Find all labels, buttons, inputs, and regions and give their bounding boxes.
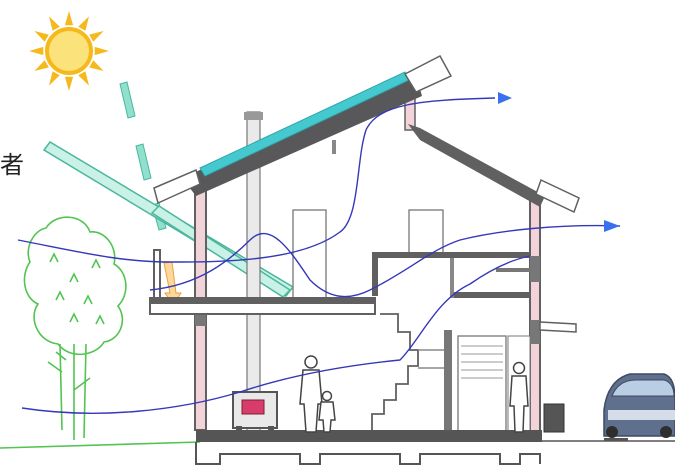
roof-left — [182, 74, 422, 196]
right-wall — [530, 195, 540, 431]
sun-ray — [49, 16, 60, 30]
sunlight-beam-dash — [120, 82, 135, 118]
wood-stove-icon — [233, 392, 277, 432]
sun-ray — [34, 60, 48, 71]
roof-ridge — [405, 56, 451, 92]
sun-ray — [95, 47, 109, 55]
sun-ray — [34, 31, 48, 42]
ground-floor-slab — [196, 430, 542, 442]
sun-ray — [49, 71, 60, 85]
sun-ray — [65, 77, 73, 91]
sunlight-beam-dash — [136, 144, 151, 180]
sun-ray — [65, 11, 73, 25]
car-icon — [604, 374, 675, 441]
sun-ray — [29, 47, 43, 55]
arrowhead-upper — [498, 92, 512, 104]
airflow-arrowheads — [498, 92, 620, 232]
sun-ray — [89, 31, 103, 42]
foundation — [196, 442, 540, 464]
balcony-rail — [154, 250, 160, 300]
solar-panel — [200, 72, 409, 176]
sun-ray — [89, 60, 103, 71]
eave-right — [536, 180, 579, 212]
staircase — [372, 314, 418, 430]
roof-right — [408, 124, 545, 207]
eave-left — [154, 170, 200, 203]
sun-ray — [78, 71, 89, 85]
trash-bin — [544, 404, 564, 432]
sun-ray — [78, 16, 89, 30]
arrowhead-middle — [604, 220, 620, 232]
sun-icon — [29, 11, 109, 91]
garage-door — [458, 336, 506, 432]
